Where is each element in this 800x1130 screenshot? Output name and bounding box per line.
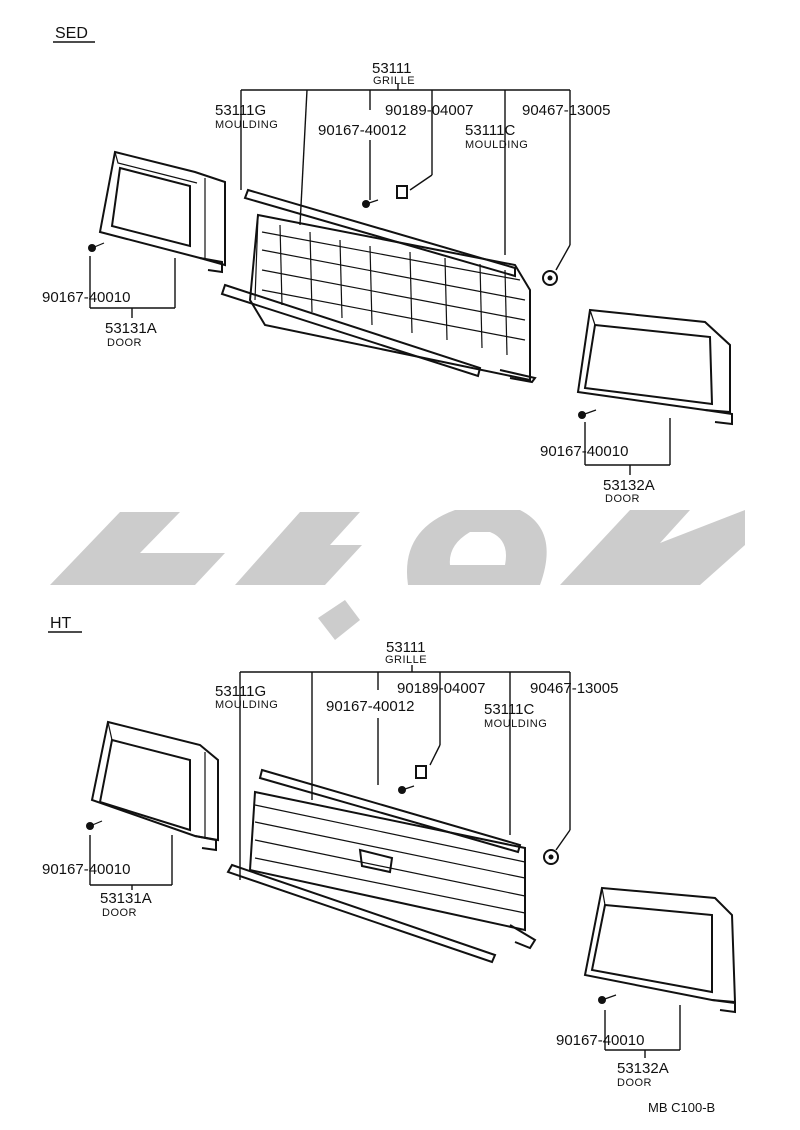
section-title: HT — [50, 615, 72, 632]
moulding-c-description: MOULDING — [465, 139, 528, 151]
door-left-description: DOOR — [107, 337, 142, 349]
screw-drawing — [362, 199, 379, 208]
drawing-reference-code: MB C100-B — [648, 1100, 715, 1115]
screw-right-part-number: 90167-40010 — [540, 443, 628, 460]
clip-part-number: 90189-04007 — [385, 102, 473, 119]
screw-drawing — [398, 785, 415, 794]
grille-description: GRILLE — [385, 654, 427, 666]
door-right-description: DOOR — [617, 1077, 652, 1089]
screw-left-drawing — [88, 242, 105, 252]
grille-drawing — [220, 188, 537, 384]
screw-part-number: 90167-40012 — [318, 122, 406, 139]
moulding-c-description: MOULDING — [484, 718, 547, 730]
screw-left-drawing — [86, 820, 103, 830]
leader-lines — [89, 84, 671, 475]
door-left-part-number: 53131A — [105, 320, 157, 337]
right-headlamp-door-drawing — [583, 886, 737, 1014]
section-title: SED — [55, 25, 88, 42]
moulding-g-description: MOULDING — [215, 699, 278, 711]
grille-description: GRILLE — [373, 75, 415, 87]
grille-drawing — [226, 768, 537, 964]
screw-right-drawing — [578, 409, 597, 419]
leader-lines — [89, 665, 681, 1058]
door-right-description: DOOR — [605, 493, 640, 505]
grille-part-number: 53111 — [372, 60, 412, 77]
door-left-part-number: 53131A — [100, 890, 152, 907]
clip-drawing — [396, 185, 408, 199]
screw-left-part-number: 90167-40010 — [42, 861, 130, 878]
door-left-description: DOOR — [102, 907, 137, 919]
nut-drawing — [542, 270, 558, 286]
section-sed: SED 53111 GRILLE 53111G — [42, 25, 733, 505]
door-right-part-number: 53132A — [617, 1060, 669, 1077]
grille-part-number: 53111 — [386, 639, 426, 656]
nut-drawing — [543, 849, 559, 865]
moulding-g-part-number: 53111G — [215, 683, 266, 700]
clip-drawing — [415, 765, 427, 779]
nut-part-number: 90467-13005 — [530, 680, 618, 697]
left-headlamp-door-drawing — [98, 150, 226, 274]
screw-part-number: 90167-40012 — [326, 698, 414, 715]
clip-part-number: 90189-04007 — [397, 680, 485, 697]
screw-right-drawing — [598, 994, 617, 1004]
screw-left-part-number: 90167-40010 — [42, 289, 130, 306]
moulding-c-part-number: 53111C — [484, 701, 534, 718]
screw-right-part-number: 90167-40010 — [556, 1032, 644, 1049]
moulding-g-description: MOULDING — [215, 119, 278, 131]
moulding-c-part-number: 53111C — [465, 122, 515, 139]
moulding-g-part-number: 53111G — [215, 102, 266, 119]
watermark-logo — [50, 510, 745, 640]
left-headlamp-door-drawing — [90, 720, 219, 852]
door-right-part-number: 53132A — [603, 477, 655, 494]
nut-part-number: 90467-13005 — [522, 102, 610, 119]
right-headlamp-door-drawing — [576, 308, 733, 426]
section-ht: HT 53111 GRILLE 53111G MOULDING — [42, 615, 737, 1089]
